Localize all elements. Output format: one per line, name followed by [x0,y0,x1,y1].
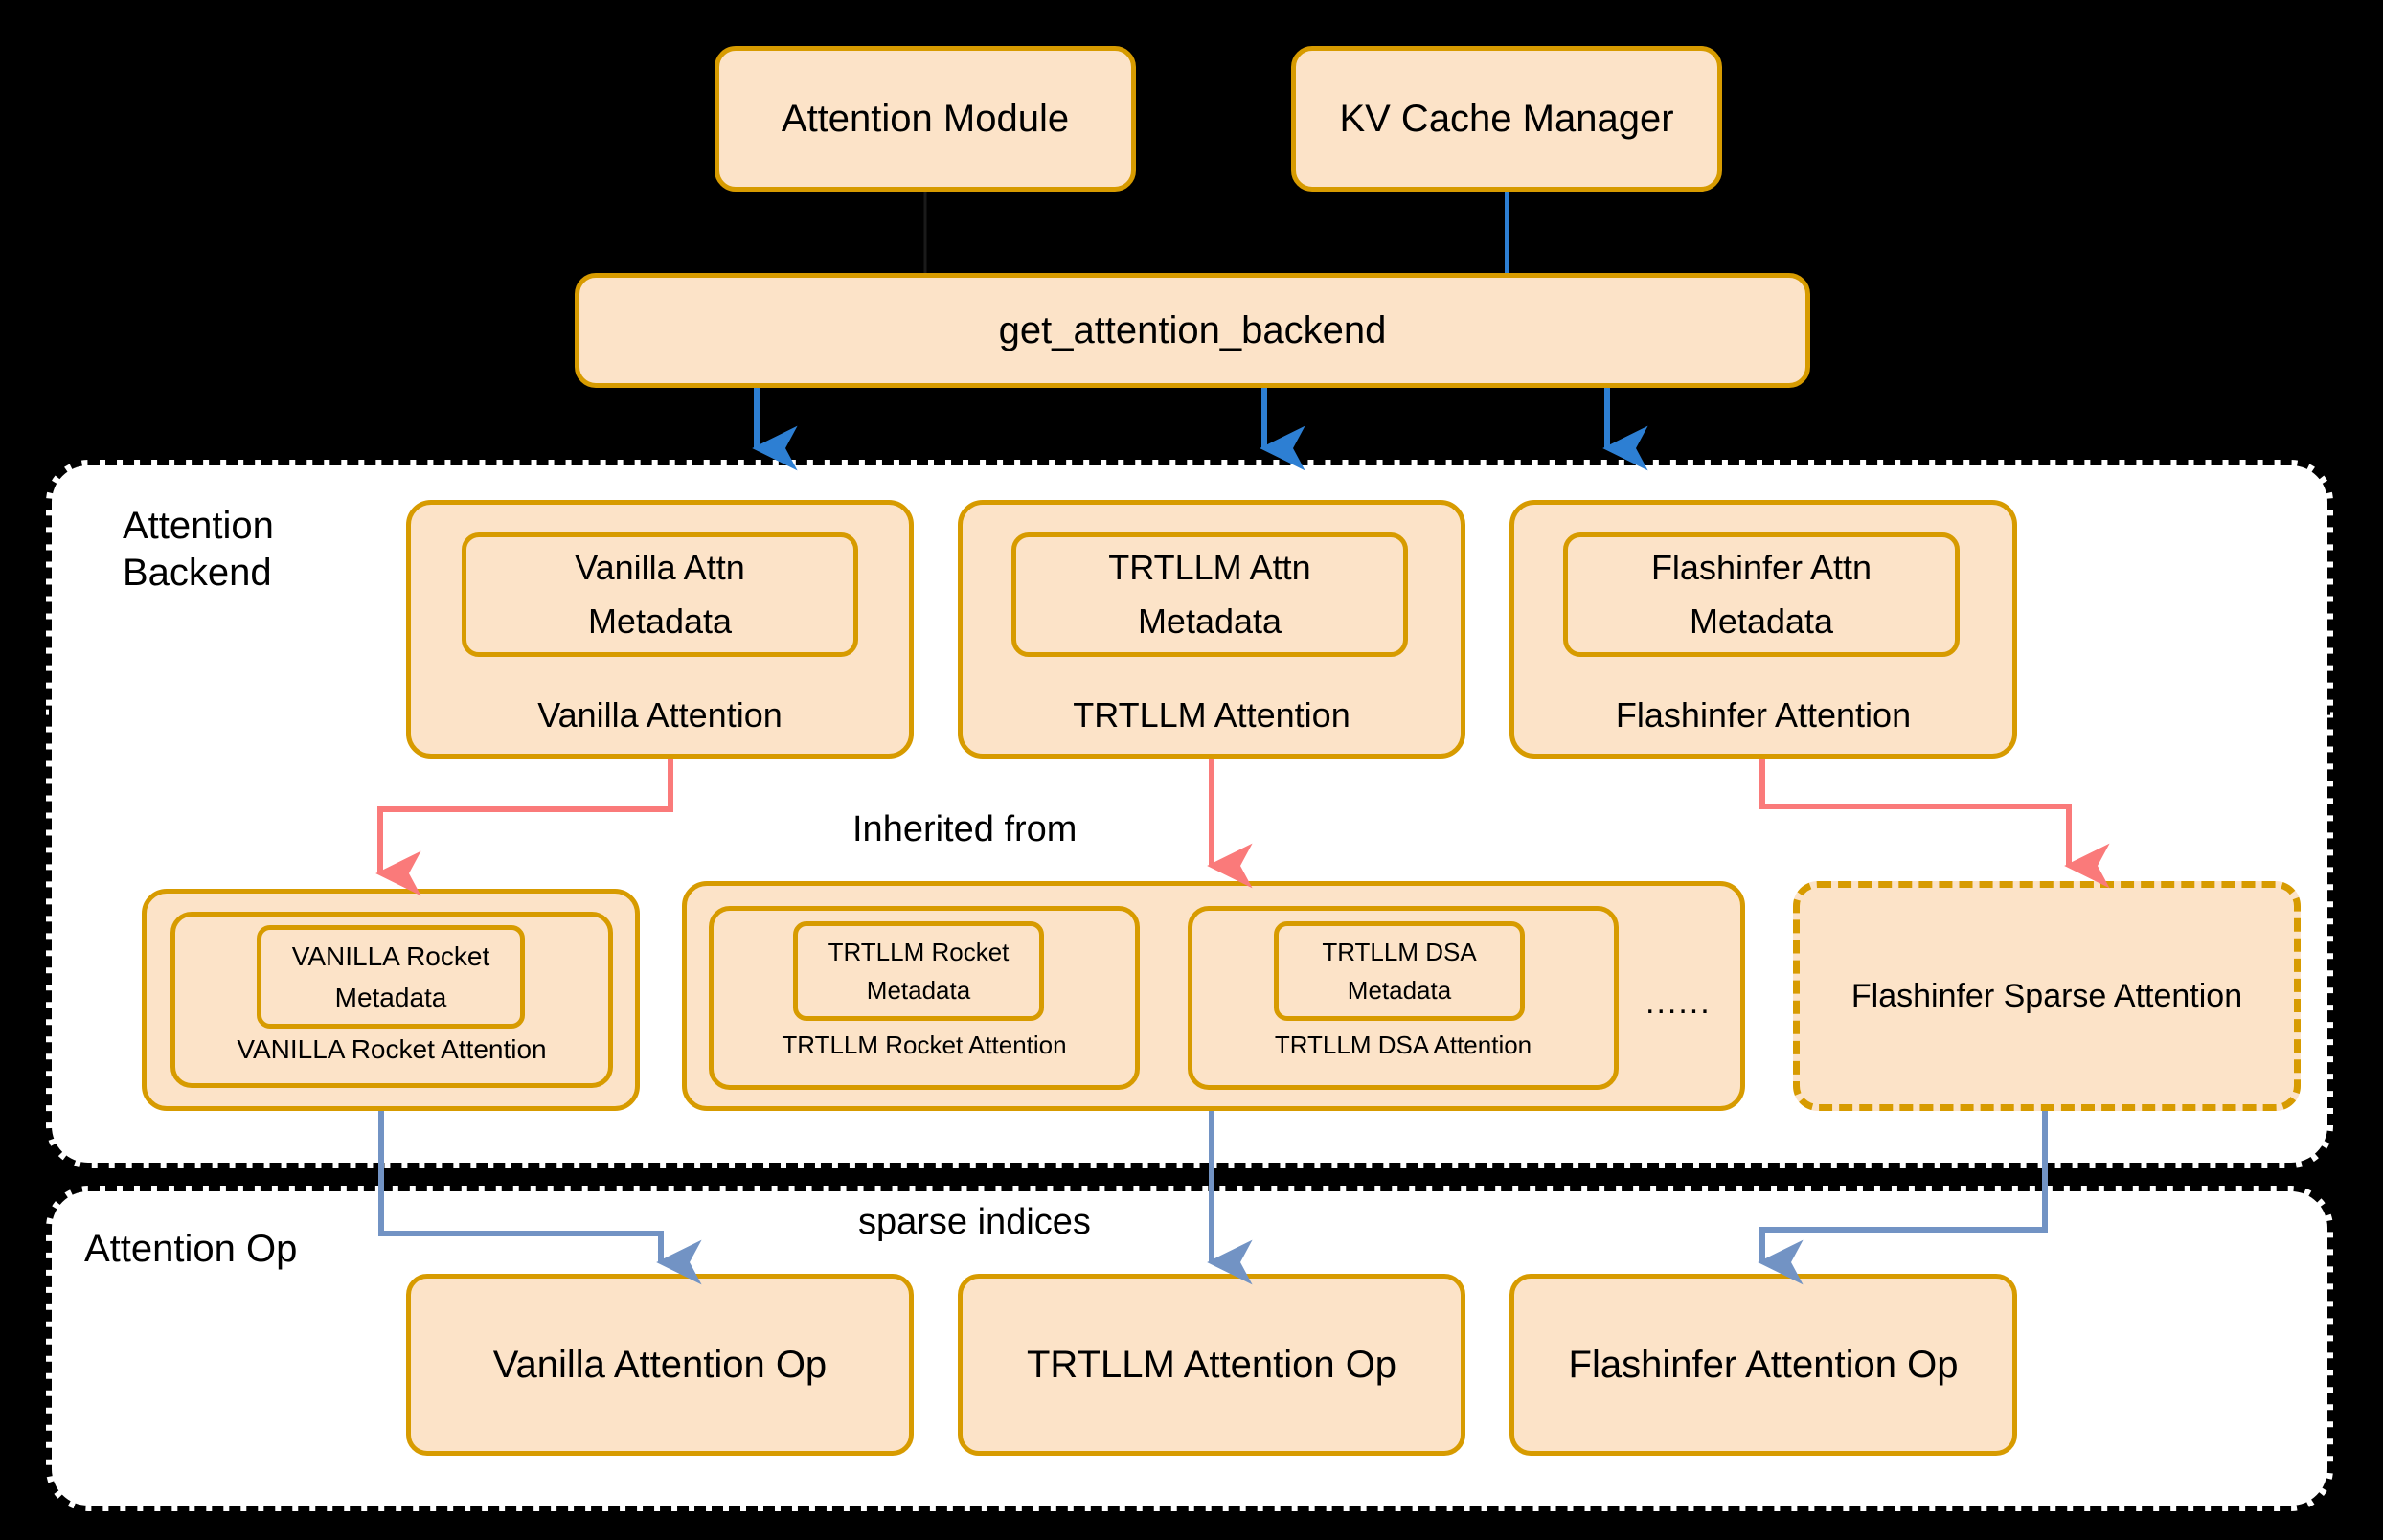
more-backends-ellipsis: ...... [1645,985,1712,1021]
vanilla-rocket-caption: VANILLA Rocket Attention [237,1034,547,1064]
vanilla-rocket-metadata-line2: Metadata [334,983,447,1012]
flashinfer-attn-metadata-line1: Flashinfer Attn [1650,548,1872,588]
kv-cache-manager-box[interactable]: KV Cache Manager [1291,46,1722,192]
vanilla-attn-metadata-line2: Metadata [587,601,733,641]
trtllm-dsa-metadata-line2: Metadata [1347,976,1452,1005]
vanilla-attention-op-box[interactable]: Vanilla Attention Op [406,1274,914,1456]
attention-backend-label: Attention Backend [123,505,274,594]
flashinfer-attention-caption: Flashinfer Attention [1615,695,1912,735]
get-attention-backend-label: get_attention_backend [998,308,1387,351]
trtllm-attn-metadata-line2: Metadata [1137,601,1282,641]
flashinfer-attention-op-box[interactable]: Flashinfer Attention Op [1509,1274,2017,1456]
vanilla-attn-metadata-line1: Vanilla Attn [575,548,745,588]
kv-cache-manager-label: KV Cache Manager [1339,97,1674,140]
attention-module-box[interactable]: Attention Module [715,46,1136,192]
trtllm-rocket-metadata-line1: TRTLLM Rocket [828,937,1010,966]
vanilla-rocket-metadata-line1: VANILLA Rocket [291,940,490,971]
vanilla-attn-metadata-chip[interactable]: Vanilla Attn Metadata [462,532,858,657]
flashinfer-attn-metadata-chip[interactable]: Flashinfer Attn Metadata [1563,532,1960,657]
trtllm-rocket-caption: TRTLLM Rocket Attention [782,1030,1067,1059]
trtllm-attention-op-box[interactable]: TRTLLM Attention Op [958,1274,1465,1456]
flashinfer-sparse-attention-box[interactable]: Flashinfer Sparse Attention [1793,881,2301,1111]
attention-op-label: Attention Op [84,1228,298,1270]
trtllm-rocket-metadata-chip[interactable]: TRTLLM Rocket Metadata [793,921,1044,1021]
flashinfer-attention-op-label: Flashinfer Attention Op [1568,1343,1959,1386]
vanilla-attention-caption: Vanilla Attention [537,695,783,735]
vanilla-rocket-metadata-chip[interactable]: VANILLA Rocket Metadata [257,925,525,1029]
trtllm-rocket-metadata-line2: Metadata [866,976,971,1005]
flashinfer-sparse-attention-label: Flashinfer Sparse Attention [1850,977,2243,1014]
get-attention-backend-box[interactable]: get_attention_backend [575,273,1810,388]
trtllm-dsa-metadata-line1: TRTLLM DSA [1322,937,1477,966]
trtllm-attention-caption: TRTLLM Attention [1073,695,1350,735]
trtllm-dsa-metadata-chip[interactable]: TRTLLM DSA Metadata [1274,921,1525,1021]
vanilla-attention-op-label: Vanilla Attention Op [492,1343,828,1386]
attention-module-label: Attention Module [781,97,1070,140]
flashinfer-attn-metadata-line2: Metadata [1689,601,1834,641]
trtllm-attn-metadata-chip[interactable]: TRTLLM Attn Metadata [1011,532,1408,657]
sparse-indices-label: sparse indices [858,1202,1091,1242]
trtllm-attn-metadata-line1: TRTLLM Attn [1108,548,1311,588]
inherited-from-label: Inherited from [852,809,1078,849]
trtllm-attention-op-label: TRTLLM Attention Op [1026,1343,1397,1386]
trtllm-dsa-caption: TRTLLM DSA Attention [1274,1030,1532,1059]
